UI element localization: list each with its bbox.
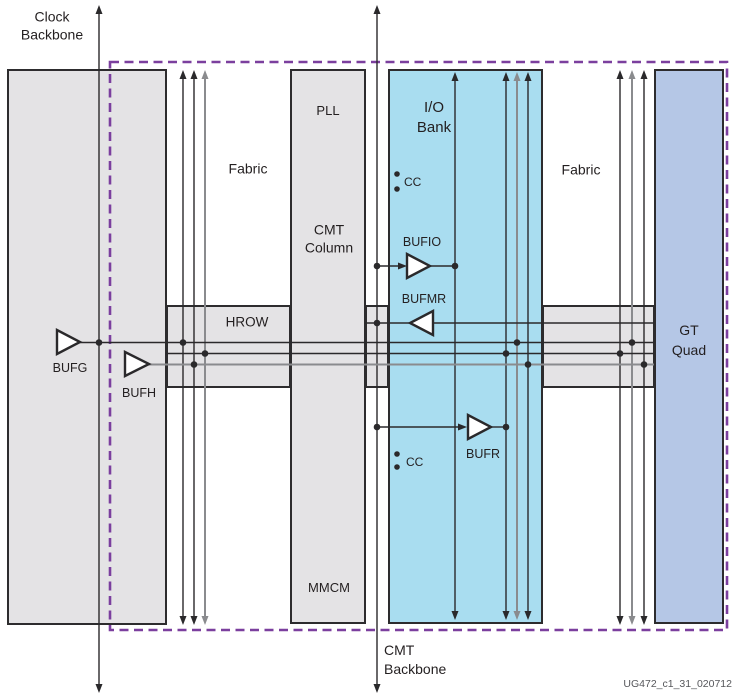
io-bank-clock-lines <box>451 72 532 620</box>
bufio-buffer-icon <box>405 252 433 280</box>
hrow-band-right <box>542 305 655 388</box>
io-bank-label: I/O Bank <box>416 99 452 136</box>
cc-bottom-label: CC <box>406 455 424 469</box>
fabric-right-label: Fabric <box>561 161 601 178</box>
cc-top-label: CC <box>404 175 422 189</box>
hrow-label: HROW <box>225 314 269 330</box>
gt-quad-box <box>654 69 724 624</box>
fabric-left-label: Fabric <box>228 160 268 177</box>
cmt-backbone-line <box>373 5 381 693</box>
bufh-buffer-icon <box>123 350 152 378</box>
bufg-label: BUFG <box>52 361 88 376</box>
doc-reference: UG472_c1_31_020712 <box>623 678 732 690</box>
gt-quad-label: GT Quad <box>671 322 707 358</box>
hrow-clock-lines <box>79 341 654 366</box>
connection-dots <box>95 262 648 431</box>
clock-region-dashed-border <box>108 60 729 632</box>
cc-pin-dots <box>394 171 400 470</box>
clock-backbone-label: Clock Backbone <box>20 8 84 43</box>
clock-backbone-column <box>7 69 167 625</box>
bufio-label: BUFIO <box>402 235 442 250</box>
fabric-right-lines <box>616 70 648 625</box>
bufmr-label: BUFMR <box>401 292 447 307</box>
pll-label: PLL <box>316 102 340 118</box>
bufg-buffer-icon <box>55 328 83 356</box>
mmcm-label: MMCM <box>308 579 350 595</box>
bufio-line <box>377 262 455 270</box>
bufr-label: BUFR <box>465 447 501 462</box>
bufr-buffer-icon <box>466 413 494 441</box>
bufmr-buffer-icon <box>407 309 435 337</box>
cmt-column-box <box>290 69 366 624</box>
cmt-backbone-label: CMT Backbone <box>384 642 447 677</box>
clock-backbone-line <box>95 5 103 693</box>
cmt-column-label: CMT Column <box>304 221 354 256</box>
hrow-band-left <box>166 305 291 388</box>
fabric-left-lines <box>179 70 209 625</box>
bufh-label: BUFH <box>121 386 157 401</box>
